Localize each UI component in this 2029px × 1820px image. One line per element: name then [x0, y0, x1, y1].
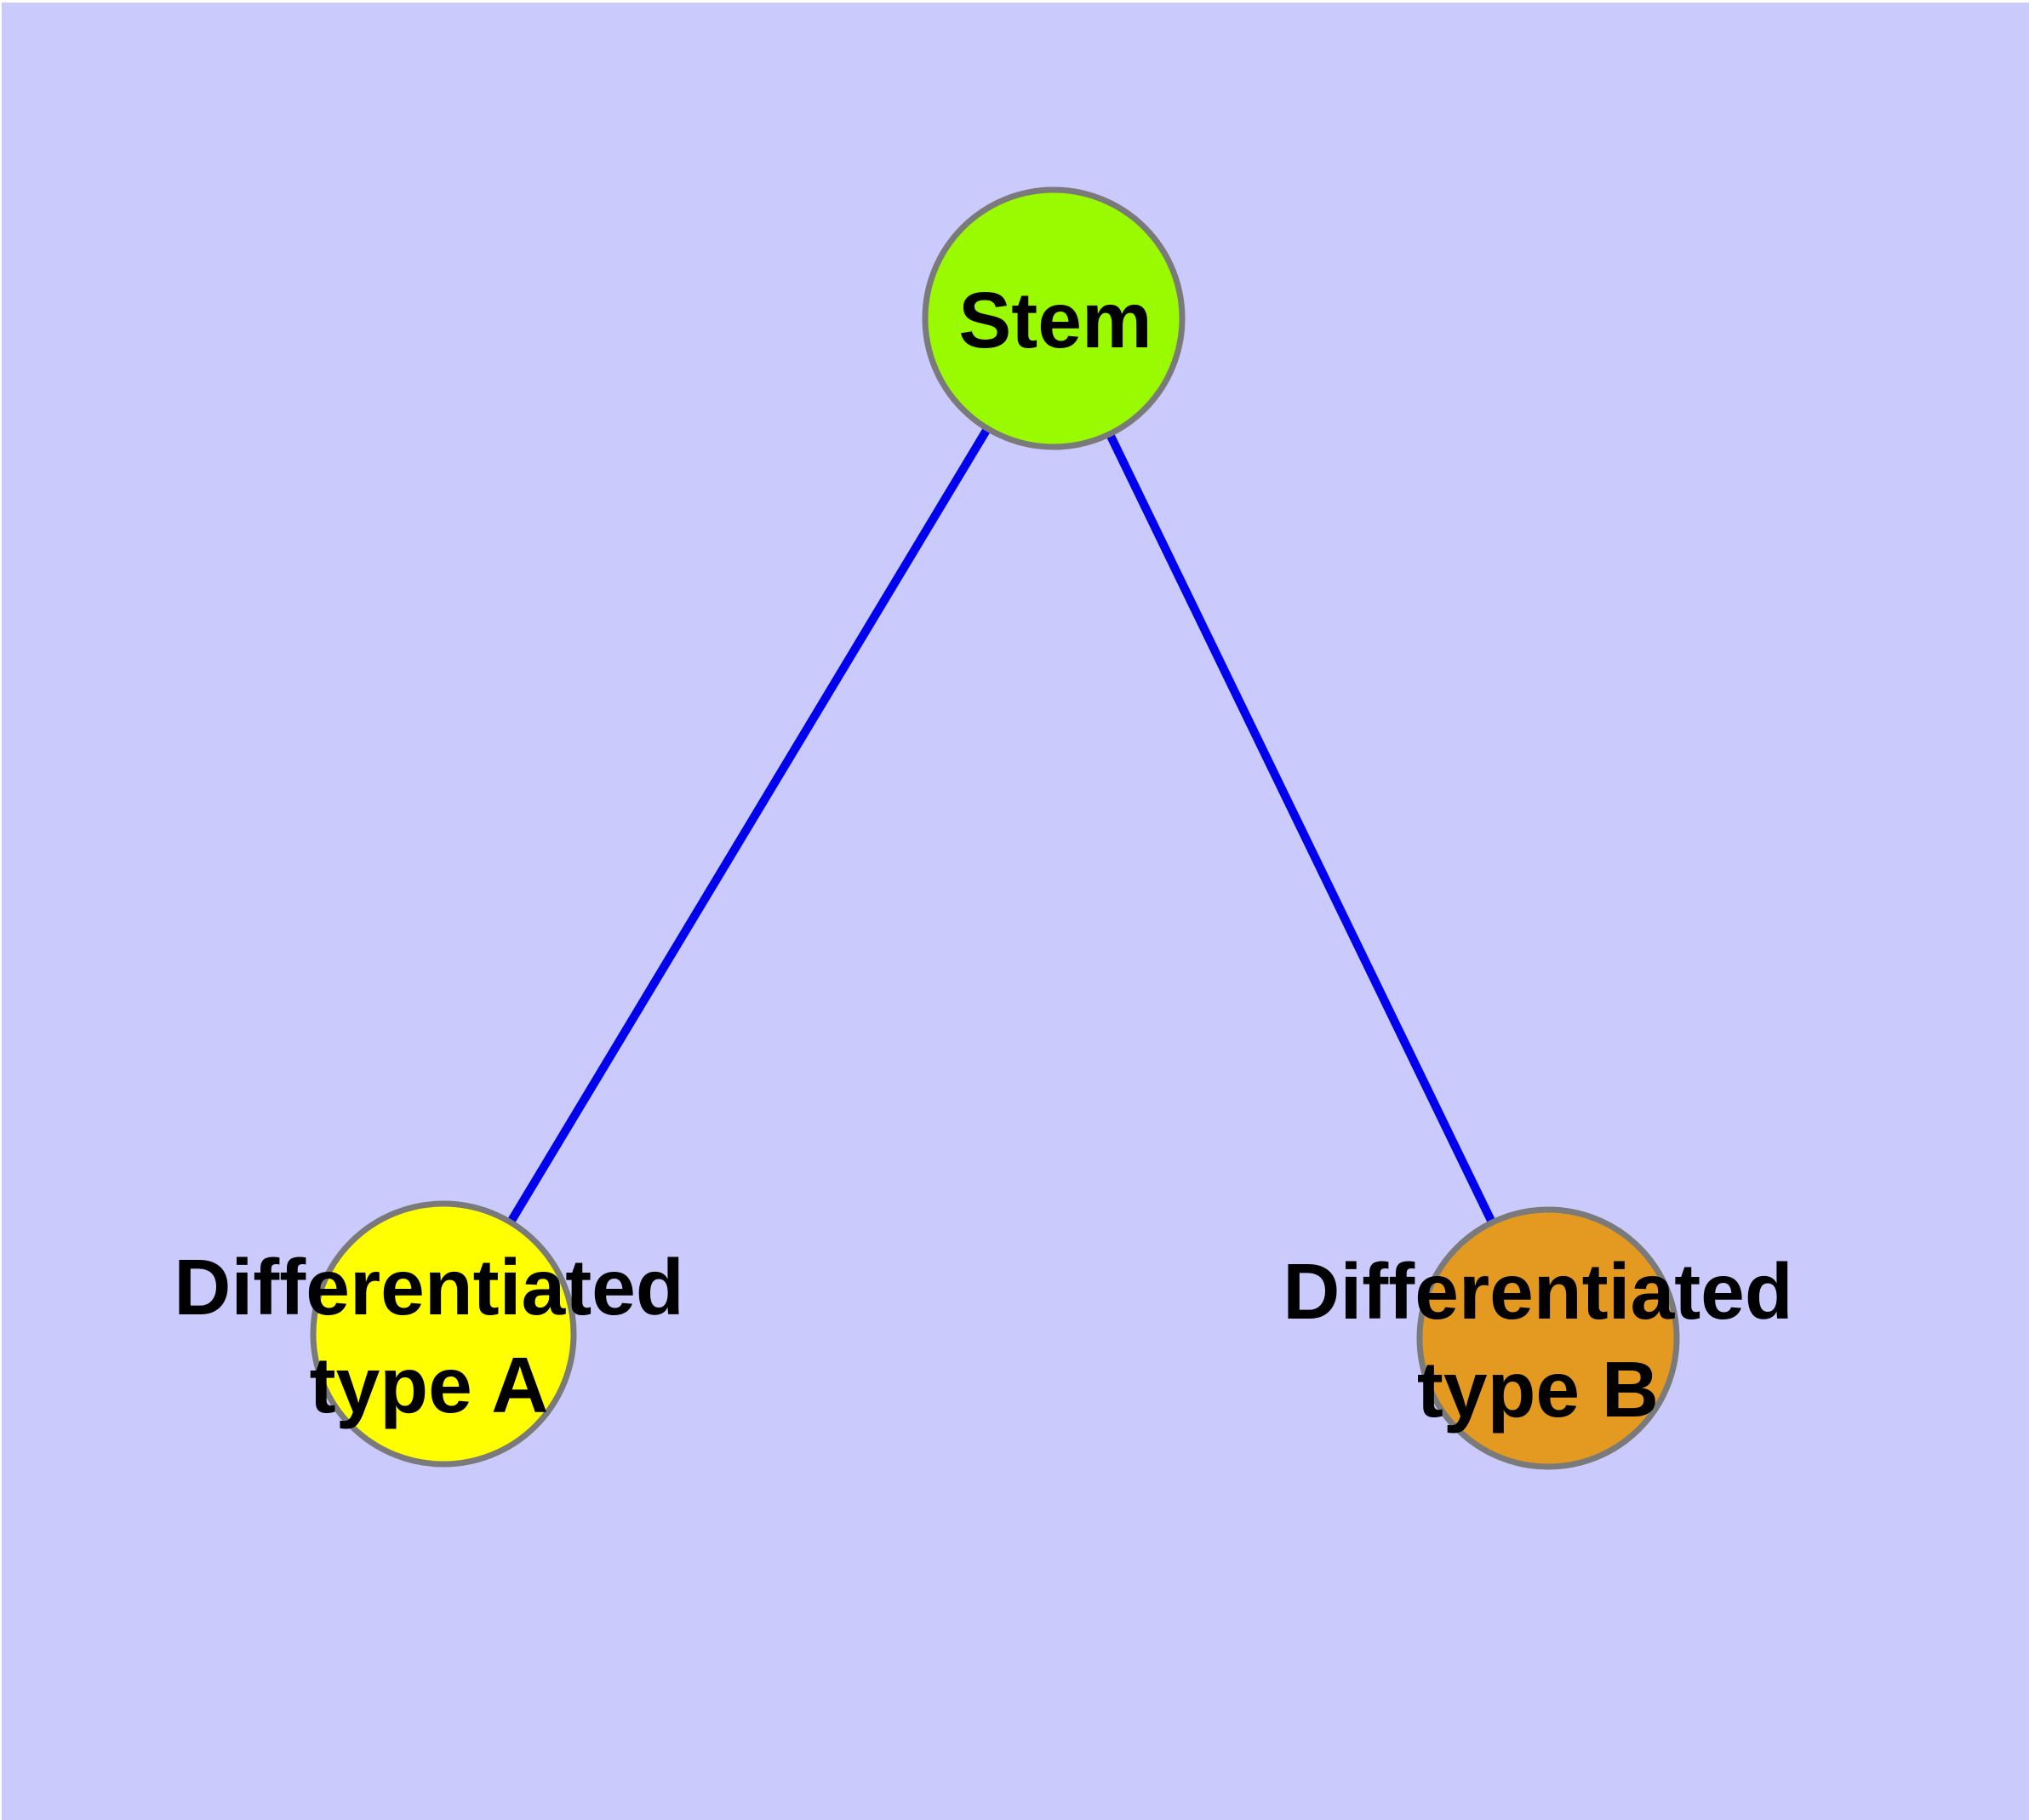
canvas-left-margin: [0, 0, 2, 1820]
canvas-top-margin: [0, 0, 2029, 3]
differentiated-type-b-node: [1416, 1206, 1680, 1470]
differentiated-type-a-node: [310, 1200, 577, 1468]
stem-node-label: Stem: [958, 276, 1152, 364]
differentiated-type-b-label-line1: Differentiated: [1283, 1247, 1792, 1336]
edge-stem-to-type-a: [439, 316, 1058, 1336]
edge-stem-to-type-b: [1049, 316, 1552, 1341]
differentiated-type-b-label-line2: type B: [1417, 1345, 1659, 1434]
differentiated-type-a-label-line1: Differentiated: [174, 1243, 683, 1331]
stem-node: [922, 186, 1186, 450]
differentiated-type-a-label-line2: type A: [310, 1341, 549, 1429]
